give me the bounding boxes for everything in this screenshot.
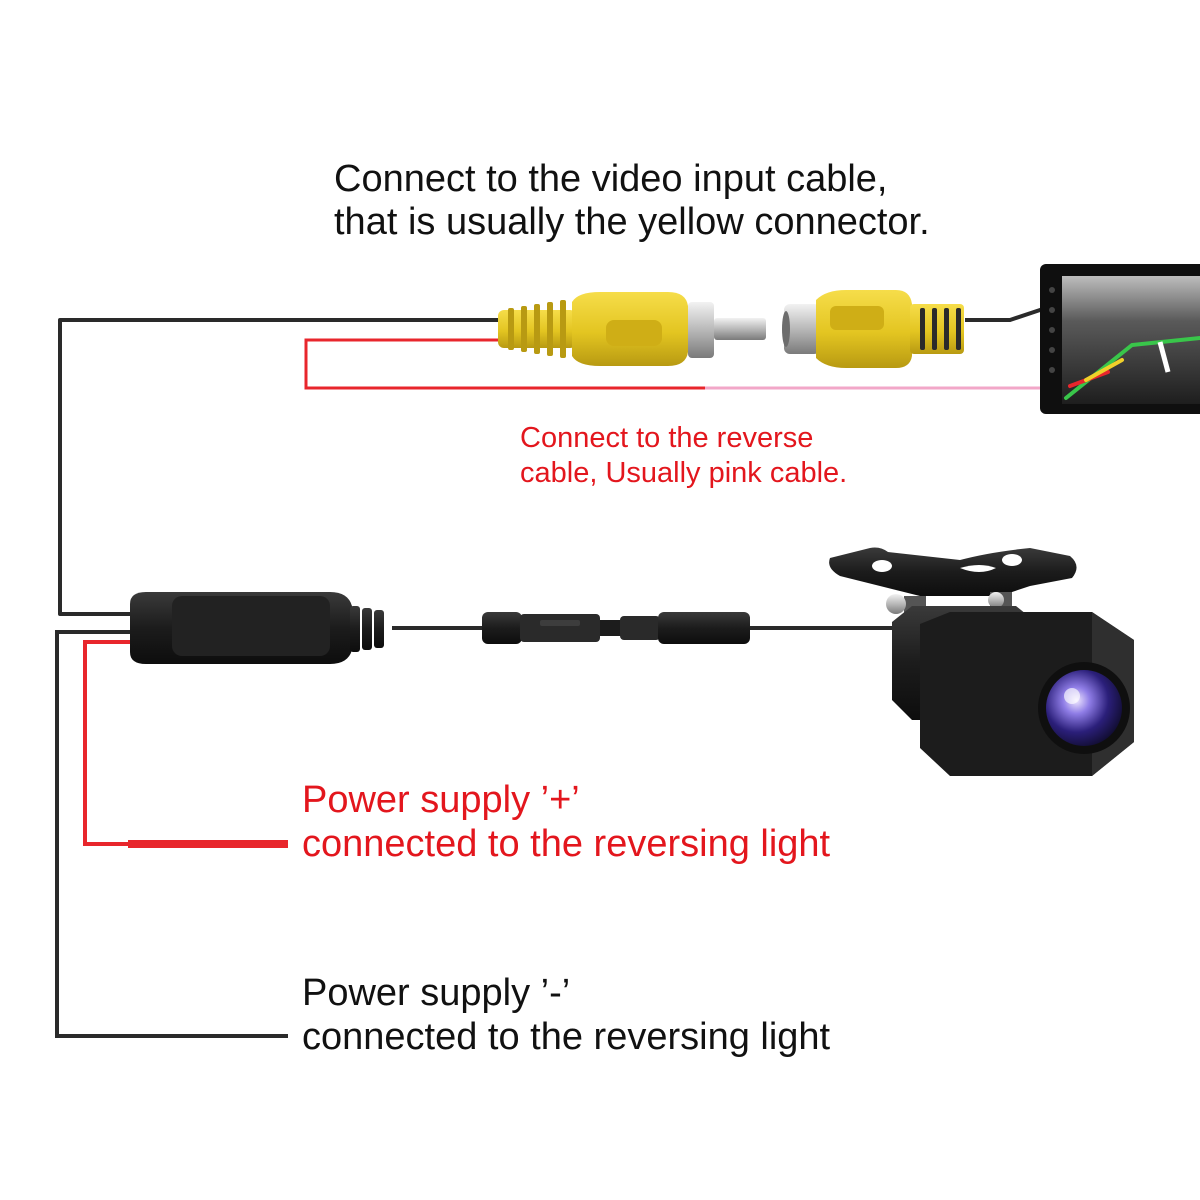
black-video-wire bbox=[58, 306, 1047, 630]
red-reverse-wire bbox=[304, 338, 705, 390]
reverse-cable-annotation-line1: Connect to the reverse bbox=[520, 422, 814, 454]
reverse-cable-annotation: Connect to the reverse cable, Usually pi… bbox=[520, 421, 847, 491]
rca-female-jack bbox=[782, 290, 964, 368]
power-positive-wire bbox=[83, 640, 288, 848]
video-input-annotation: Connect to the video input cable, that i… bbox=[334, 158, 930, 244]
power-negative-wire bbox=[55, 630, 288, 1038]
power-positive-annotation: Power supply ’+’ connected to the revers… bbox=[302, 778, 830, 866]
cable-junction-box bbox=[130, 592, 384, 664]
reversing-camera bbox=[829, 547, 1134, 776]
video-input-annotation-line1: Connect to the video input cable, bbox=[334, 158, 888, 200]
power-negative-annotation-line2: connected to the reversing light bbox=[302, 1016, 831, 1058]
power-negative-annotation: Power supply ’-’ connected to the revers… bbox=[302, 971, 830, 1059]
power-negative-annotation-line1: Power supply ’-’ bbox=[302, 972, 571, 1014]
video-input-annotation-line2: that is usually the yellow connector. bbox=[334, 201, 930, 243]
inline-cable-connector bbox=[482, 612, 750, 644]
power-positive-annotation-line1: Power supply ’+’ bbox=[302, 779, 580, 821]
head-unit-display bbox=[1040, 264, 1200, 414]
reverse-cable-annotation-line2: cable, Usually pink cable. bbox=[520, 457, 848, 489]
rca-male-plug bbox=[498, 292, 766, 366]
power-positive-annotation-line2: connected to the reversing light bbox=[302, 823, 831, 865]
